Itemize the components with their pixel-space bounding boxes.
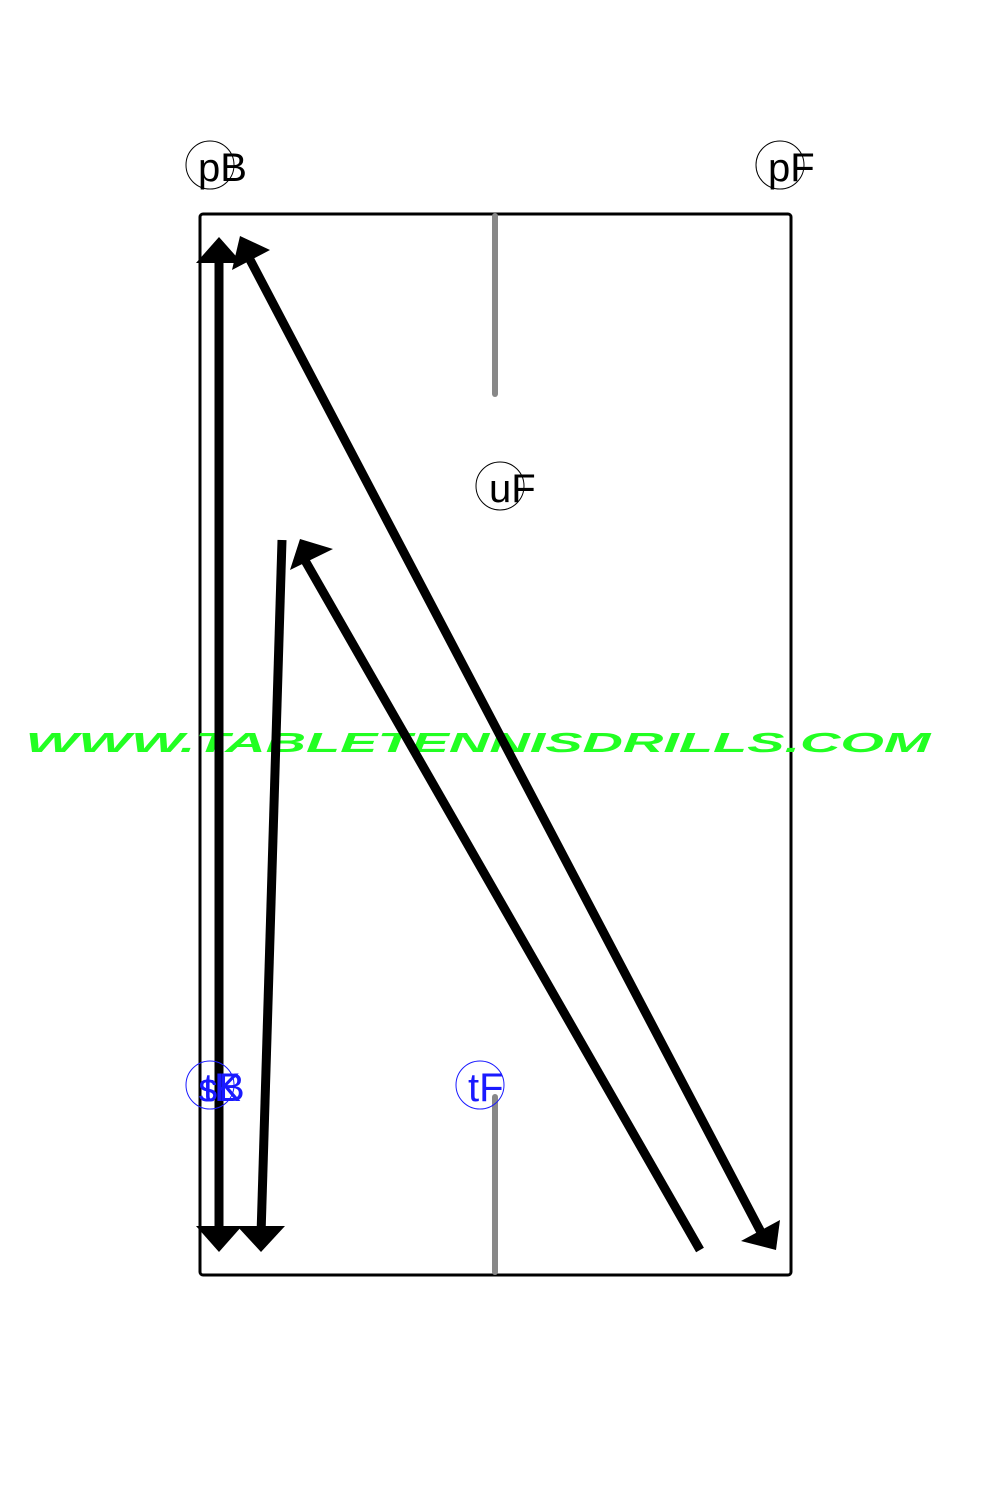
arrowhead-short-diagonal <box>290 539 333 570</box>
svg-text:uF: uF <box>489 467 536 511</box>
ball-path <box>196 236 780 1253</box>
label-top-right: pF <box>755 140 815 190</box>
arrowhead-left-top <box>196 237 242 263</box>
arrowhead-diagonal-top <box>232 236 270 270</box>
watermark-text: WWW.TABLETENNISDRILLS.COM <box>26 727 932 758</box>
arrowhead-diagonal-bottom <box>741 1220 780 1250</box>
arrow-slanted-down <box>256 539 287 1236</box>
svg-text:sB: sB <box>198 1066 245 1110</box>
svg-text:tF: tF <box>468 1066 504 1110</box>
svg-text:pF: pF <box>768 146 815 190</box>
arrowhead-left-bottom <box>196 1226 242 1252</box>
label-upper-middle: uF <box>475 461 536 511</box>
label-lower-middle: tF <box>455 1060 505 1110</box>
label-top-left: pB <box>185 140 247 190</box>
label-lower-left: sB tK <box>185 1060 245 1110</box>
svg-text:tK: tK <box>203 1066 241 1110</box>
svg-text:pB: pB <box>198 146 247 190</box>
arrowhead-slanted-down <box>237 1226 285 1252</box>
arrow-short-diagonal <box>299 554 704 1253</box>
arrow-long-diagonal <box>243 251 767 1239</box>
